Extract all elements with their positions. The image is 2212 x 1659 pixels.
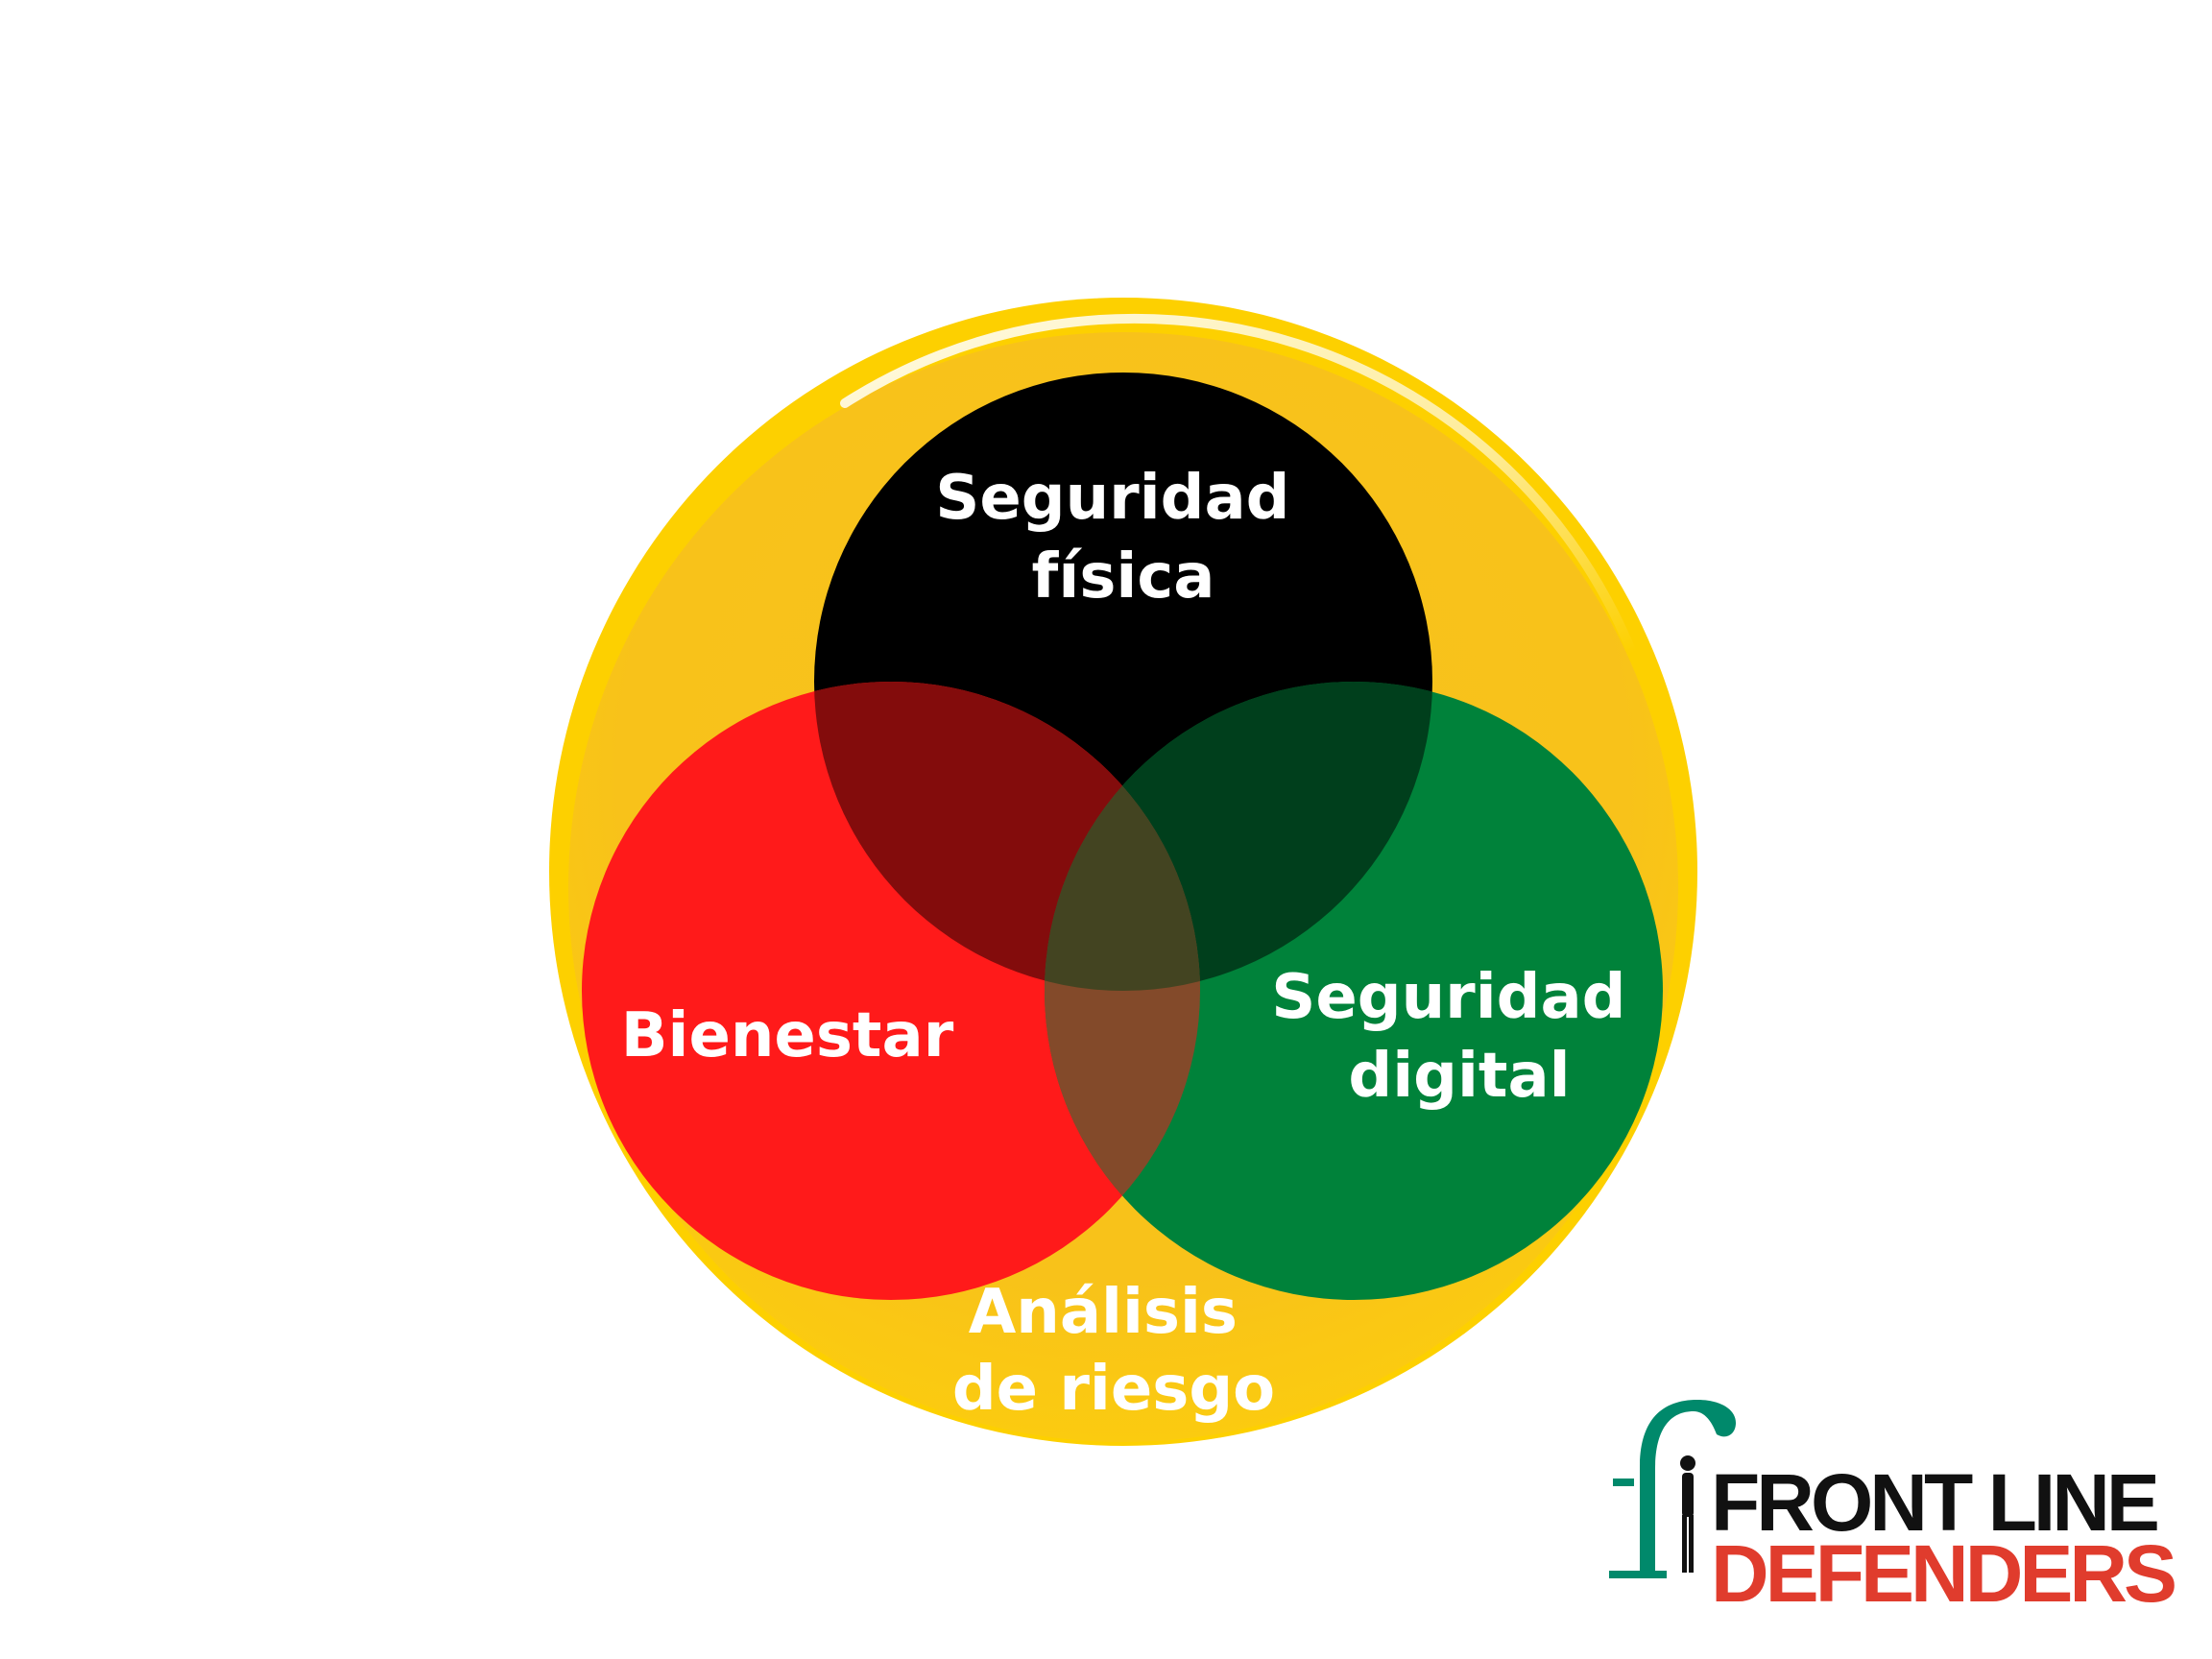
- physical-security-label: Seguridad física: [935, 463, 1310, 613]
- overlap-top-right: [1045, 682, 1432, 991]
- digital-security-label: Seguridad digital: [1271, 962, 1647, 1112]
- physical-security-label-line2: física: [1032, 541, 1215, 613]
- logo-line2: DEFENDERS: [1711, 1528, 2175, 1619]
- risk-analysis-label-line1: Análisis: [969, 1277, 1238, 1348]
- risk-analysis-label: Análisis de riesgo: [952, 1277, 1275, 1425]
- digital-security-label-line1: Seguridad: [1271, 962, 1625, 1033]
- wellbeing-label-line1: Bienestar: [621, 1000, 954, 1071]
- risk-analysis-label-line2: de riesgo: [952, 1354, 1275, 1425]
- outer-circle-highlight: [840, 313, 1637, 658]
- wellbeing-label: Bienestar: [621, 1000, 954, 1071]
- physical-security-label-line1: Seguridad: [935, 463, 1289, 534]
- logo-line1: FRONT LINE: [1711, 1457, 2157, 1548]
- logo-f-mark-icon: [1609, 1400, 1736, 1578]
- digital-security-label-line2: digital: [1348, 1041, 1570, 1112]
- front-line-defenders-logo: FRONT LINE DEFENDERS: [1609, 1400, 2178, 1619]
- overlap-top-left: [814, 682, 1200, 991]
